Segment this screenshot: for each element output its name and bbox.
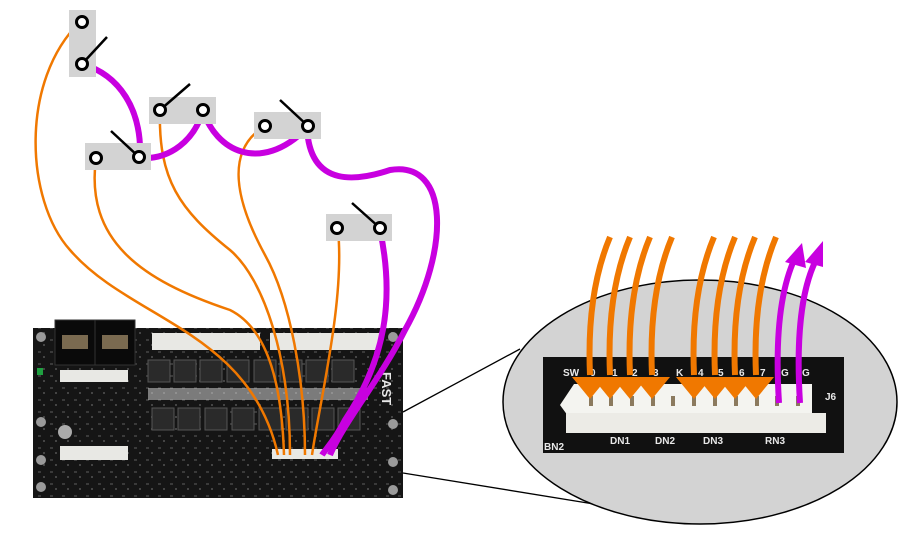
bottom-label-rn3: RN3 (765, 436, 785, 447)
common-wire-sw5 (319, 229, 390, 457)
input-arrowheads (572, 377, 774, 399)
switch-4-terminal-b (301, 119, 315, 133)
connector-labels: SW 0 1 2 3 K 4 5 6 7 G G J6 BN2 DN1 DN2 … (544, 368, 837, 453)
bottom-label-dn3: DN3 (703, 436, 723, 447)
wire-sw4 (237, 124, 307, 456)
switch-4 (254, 99, 321, 139)
switch-2-terminal-a (89, 151, 103, 165)
input-arrow-7 (752, 235, 779, 376)
ground-arrow-1 (774, 256, 798, 404)
pin-label-k: K (676, 368, 684, 379)
ground-arrowheads (785, 241, 823, 268)
header-label-j6: J6 (825, 392, 837, 403)
switch-2 (85, 130, 151, 170)
pin-label-2: 2 (632, 368, 638, 379)
input-arrow-0 (586, 235, 613, 376)
brand-label: FAST (379, 372, 394, 405)
connector-callout: SW 0 1 2 3 K 4 5 6 7 G G J6 BN2 DN1 DN2 … (502, 279, 898, 525)
bottom-label-dn2: DN2 (655, 436, 675, 447)
switch-3-terminal-a (153, 103, 167, 117)
mounting-holes (36, 332, 398, 495)
switch-3-terminal-b (196, 103, 210, 117)
pin-label-0: 0 (590, 368, 596, 379)
pin-label-7: 7 (760, 368, 766, 379)
pin-label-4: 4 (698, 368, 704, 379)
input-arrow-6 (731, 235, 758, 376)
switch-4-terminal-a (258, 119, 272, 133)
callout-line-top (402, 348, 521, 413)
switch-3 (149, 83, 216, 124)
switch-1 (69, 10, 108, 77)
status-led (37, 368, 43, 375)
switch-5 (326, 202, 392, 241)
pin-label-5: 5 (718, 368, 724, 379)
switch-wires (34, 21, 341, 456)
capacitor (58, 425, 72, 439)
pin-label-1: 1 (612, 368, 618, 379)
wire-sw5 (310, 229, 341, 456)
switch-2-terminal-b (132, 150, 146, 164)
callout-line-bottom (402, 472, 601, 506)
ground-arrows (774, 256, 819, 404)
wire-sw2 (93, 157, 286, 456)
input-arrow-4 (690, 235, 717, 376)
input-arrow-5 (711, 235, 738, 376)
switch-5-terminal-a (330, 221, 344, 235)
switch-1-terminal-a (75, 15, 89, 29)
bottom-label-bn2: BN2 (544, 442, 564, 453)
pin-label-g2: G (802, 368, 810, 379)
ground-arrow-2 (795, 258, 819, 404)
io-board: FAST (33, 319, 403, 498)
switch-5-terminal-b (373, 221, 387, 235)
bottom-label-dn1: DN1 (610, 436, 630, 447)
pin-label-3: 3 (653, 368, 659, 379)
wire-sw1 (34, 21, 280, 456)
switch-1-terminal-b (75, 57, 89, 71)
board-connectors (60, 333, 380, 460)
input-arrow-1 (606, 235, 633, 376)
input-arrow-3 (648, 235, 675, 376)
input-arrows (586, 235, 779, 376)
pin-label-sw: SW (563, 368, 580, 379)
pin-label-6: 6 (739, 368, 745, 379)
pin-label-g1: G (781, 368, 789, 379)
input-arrow-2 (626, 235, 653, 376)
wire-sw3 (158, 109, 292, 456)
